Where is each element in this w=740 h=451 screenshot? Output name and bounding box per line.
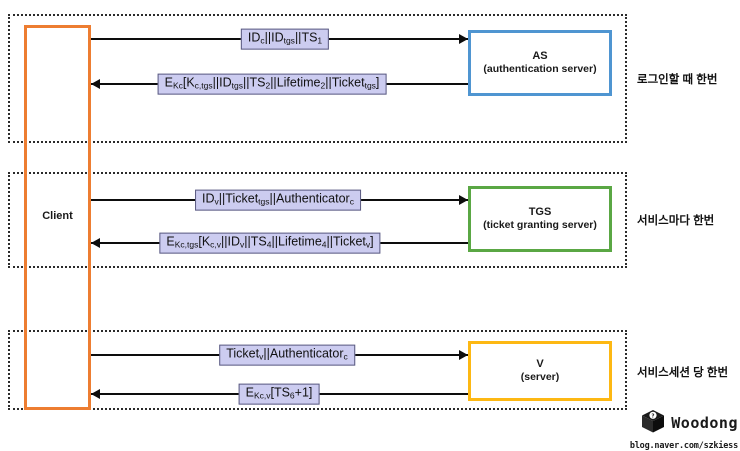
- cube-logo-icon: ?: [640, 408, 666, 439]
- entity-as-subtitle: (authentication server): [483, 63, 597, 76]
- entity-tgs-name: TGS: [528, 205, 552, 218]
- arrow-head-msg-2: [91, 79, 100, 89]
- client-lifeline-box[interactable]: [24, 25, 91, 410]
- watermark: ? Woodong blog.naver.com/szkiess: [618, 408, 738, 450]
- arrow-head-msg-5: [459, 350, 468, 360]
- entity-tgs-box[interactable]: TGS (ticket granting server): [468, 186, 612, 252]
- entity-v-name: V: [536, 357, 544, 370]
- entity-v-subtitle: (server): [520, 371, 560, 384]
- svg-text:?: ?: [652, 414, 655, 420]
- entity-tgs-subtitle: (ticket granting server): [483, 219, 597, 232]
- phase-note-2: 서비스마다 한번: [637, 215, 715, 227]
- client-label: Client: [42, 210, 73, 222]
- arrow-head-msg-6: [91, 389, 100, 399]
- entity-as-name: AS: [532, 49, 548, 62]
- arrow-head-msg-4: [91, 238, 100, 248]
- watermark-url: blog.naver.com/szkiess: [629, 441, 738, 451]
- phase-section-3: [8, 330, 627, 410]
- arrow-head-msg-1: [459, 34, 468, 44]
- phase-note-3: 서비스세션 당 한번: [637, 367, 729, 379]
- entity-as-box[interactable]: AS (authentication server): [468, 30, 612, 96]
- phase-note-1: 로그인할 때 한번: [637, 74, 718, 86]
- entity-v-box[interactable]: V (server): [468, 341, 612, 401]
- watermark-brand: Woodong: [671, 414, 738, 432]
- phase-section-1: [8, 14, 627, 143]
- phase-section-2: [8, 172, 627, 268]
- arrow-head-msg-3: [459, 195, 468, 205]
